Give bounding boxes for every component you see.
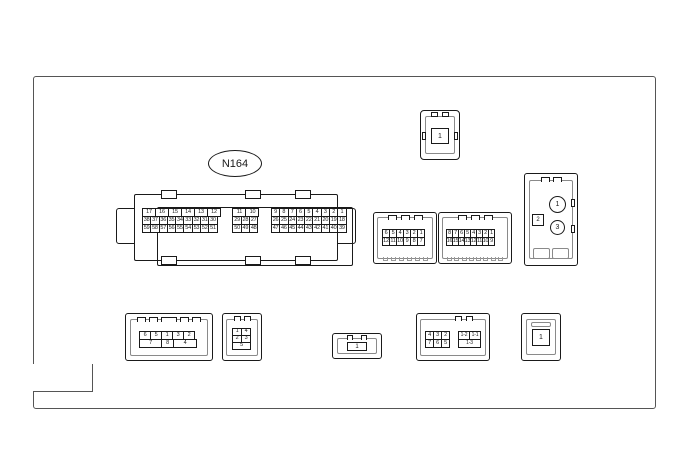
n164-row-right-mid: 26 25 24 23 22 21 20 19 18 [270,216,347,225]
connector-foot-left [533,248,550,259]
pin-grid: 6 5 1 3 2 7 8 4 [139,331,197,348]
connector-shell-inner [526,319,556,355]
connector-bottom-wide-single[interactable]: 1 [332,333,382,359]
pin-cell: 5 [441,339,450,348]
panel-corner-notch [33,364,93,392]
connector-shell-inner [420,319,486,356]
pin-cell: 51 [208,224,218,233]
n164-row-left-bottom: 59 58 57 56 55 54 53 52 51 [142,224,221,233]
n164-top-ear-left [161,190,177,199]
connector-16-pin[interactable]: 8 7 6 5 4 3 2 1 16 15 14 13 12 11 10 9 [438,212,512,264]
pin-cell: 39 [337,224,347,233]
pin-cell: 1 [549,196,566,213]
pin-row-bottom: 7 8 4 [139,339,197,348]
latch-cap [531,322,551,327]
pin-grid: 6 5 4 3 2 1 12 11 10 9 8 7 [382,229,425,246]
latch-notch-bar [343,335,371,340]
n164-row-right-bottom: 47 46 45 44 43 42 41 40 39 [270,224,347,233]
terminal-comb [381,257,429,261]
pin-row-span: 5 [232,342,251,350]
latch-nub-left [431,112,438,117]
side-nub-lower [571,225,575,233]
pin-grid: 1 4 2 3 5 [232,328,251,350]
pin-row-bottom: 16 15 14 13 12 11 10 9 [446,237,495,246]
side-nub-left [422,132,426,140]
connector-bottom-eight-pin[interactable]: 6 5 1 3 2 7 8 4 [125,313,213,361]
pin-cell: 2 [532,214,544,226]
n164-bottom-ear-right [295,256,311,265]
latch-notch-bar [385,215,425,220]
pin-row-top: 8 7 6 5 4 3 2 1 [446,229,495,238]
n164-top-ear-mid [245,190,261,199]
n164-body-inner [157,207,353,266]
n164-row-left-mid: 38 37 36 35 34 33 32 31 30 [142,216,221,225]
n164-pin-grid: 17 16 15 14 13 12 38 37 36 35 34 33 32 3… [142,208,347,233]
latch-notch-bar [538,177,564,182]
connector-label-n164: N164 [208,150,262,177]
connector-bottom-combo[interactable]: 4 3 2 7 6 5 1-2 1-1 1-3 [416,313,490,361]
n164-pin-block-middle: 11 10 29 28 27 50 49 48 [232,208,260,233]
pin-cell: 7 [417,237,425,246]
connector-12-pin[interactable]: 6 5 4 3 2 1 12 11 10 9 8 7 [373,212,437,264]
n164-bottom-ear-left [161,256,177,265]
pin-grid: 8 7 6 5 4 3 2 1 16 15 14 13 12 11 10 9 [446,229,495,246]
pin-cell: 1 [347,342,367,351]
n164-left-lug [116,208,136,244]
pin-cell: 9 [488,237,495,246]
pin-cell: 1 [431,128,449,144]
n164-row-mid-bottom: 50 49 48 [232,224,259,233]
connector-shell-inner [226,319,258,356]
side-nub-upper [571,199,575,207]
pin-cell: 1 [532,329,550,346]
n164-bottom-ear-mid [245,256,261,265]
n164-pin-block-left: 17 16 15 14 13 12 38 37 36 35 34 33 32 3… [142,208,221,233]
connector-right-three-pin[interactable]: 1 2 3 [524,173,578,266]
pin-cell: 1-3 [458,339,481,348]
pin-cell: 7 [139,339,162,348]
connector-bottom-five-pin[interactable]: 1 4 2 3 5 [222,313,262,361]
pin-cell: 5 [232,342,251,350]
pin-row-bottom: 7 6 5 [425,339,450,348]
side-nub-right [454,132,458,140]
pin-row-bottom: 12 11 10 9 8 7 [382,237,425,246]
latch-notch-bar [446,316,482,321]
pin-cell: 3 [550,220,565,235]
latch-notch-bar [135,317,203,322]
connector-n164[interactable]: 17 16 15 14 13 12 38 37 36 35 34 33 32 3… [116,186,356,269]
terminal-comb [446,257,504,261]
pin-grid-left: 4 3 2 7 6 5 [425,331,450,348]
pin-grid-right: 1-2 1-1 1-3 [458,331,481,348]
connector-bottom-right-single[interactable]: 1 [521,313,561,361]
pin-cell: 4 [173,339,197,348]
pin-row-top: 6 5 4 3 2 1 [382,229,425,238]
latch-nub-right [442,112,449,117]
pin-row-top: 4 3 2 [425,331,450,340]
n164-top-ear-right [295,190,311,199]
pin-cell: 48 [249,224,259,233]
connector-foot-right [552,248,569,259]
connector-shell-inner [529,180,573,259]
latch-notch-bar [230,316,254,321]
connector-top-single-pin[interactable]: 1 [420,110,460,160]
n164-pin-block-right: 9 8 7 6 5 4 3 2 1 26 25 24 23 22 21 [270,208,347,233]
connector-shell-inner [337,338,377,354]
pin-row-bottom: 1-3 [458,339,481,348]
panel-notch-cover [34,363,92,365]
latch-notch-bar [452,215,498,220]
